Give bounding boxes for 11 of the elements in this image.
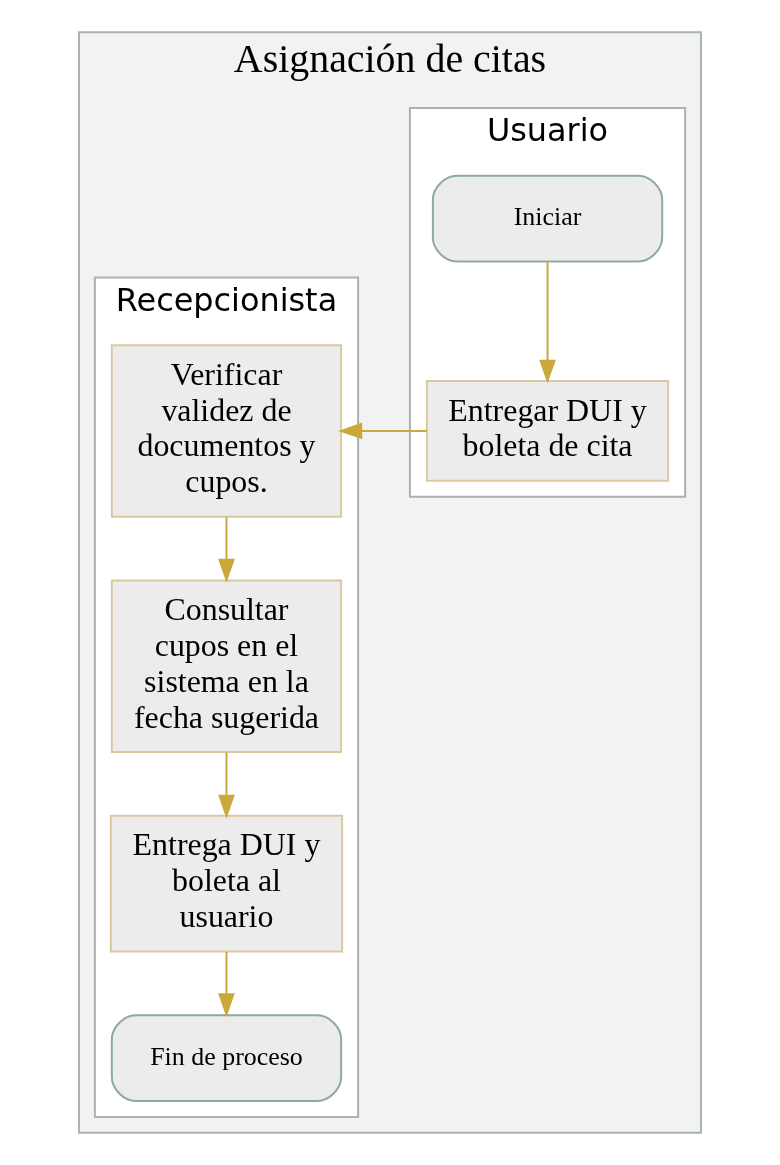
node-box: Iniciar xyxy=(431,174,664,263)
arrow xyxy=(218,516,235,583)
node-box: Consultar cupos en el sistema en la fecha sugerida xyxy=(110,579,343,753)
node-box: Fin de proceso xyxy=(110,1014,343,1102)
arrow xyxy=(218,951,235,1018)
node-box: Entrega DUI y boleta al usuario xyxy=(109,814,344,953)
arrow xyxy=(338,422,428,440)
node-box: Verificar validez de documentos y cupos. xyxy=(110,344,343,518)
node-box: Entregar DUI y boleta de cita xyxy=(425,380,670,482)
arrow xyxy=(218,751,235,819)
arrow xyxy=(539,260,556,384)
